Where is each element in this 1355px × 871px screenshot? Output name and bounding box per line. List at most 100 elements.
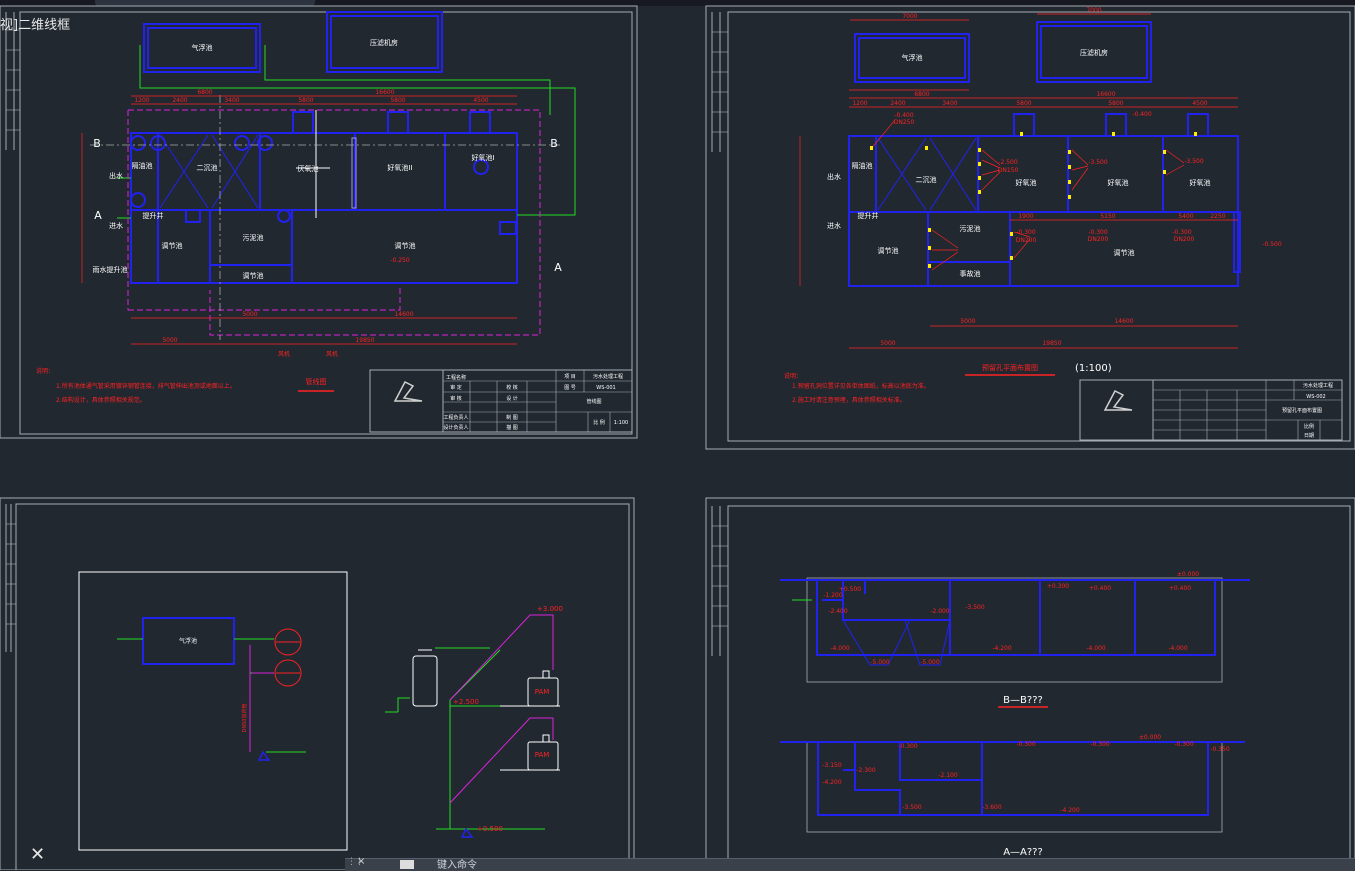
bl-elev-top: +3.000	[537, 605, 563, 613]
sheet-top-left: 1200 2400 3400 5800 5800 4500 6800 16600…	[0, 5, 638, 439]
aa-elev-1: ±0.000	[1139, 734, 1161, 741]
tr-tank-sed2: 二沉池	[916, 175, 937, 184]
bb-elev-3: -1.200	[823, 592, 843, 599]
bb-elev-1: ±0.000	[1177, 571, 1199, 578]
tr-tank-aerobic-a: 好氧池	[1016, 178, 1037, 187]
pipe-label-1: 风机	[278, 350, 290, 358]
tr-scale: (1:100)	[1075, 363, 1112, 374]
tb-project-name: 污水处理工程	[593, 373, 623, 380]
tank-label-regulate-left: 调节池	[162, 241, 183, 250]
tr-elev-2: -2.500	[998, 159, 1018, 166]
tr-dim-overall-2: 16600	[1096, 91, 1115, 98]
bl-elev-mid: +2.500	[453, 698, 479, 706]
ucs-icon: ✕	[30, 844, 46, 865]
tr-dim-air-2: 7000	[1086, 7, 1101, 14]
sheet-bottom-right: ±0.000 +0.500 -1.200 -2.400 -4.000 -5.00…	[705, 497, 1355, 870]
tr-pipe-3: DN200	[1088, 236, 1109, 243]
dim-bottom-1: 5000	[242, 311, 257, 318]
tr-notes-title: 说明：	[784, 372, 802, 380]
tr-note-2: 2.施工时请注意预埋，具体参照相关标准。	[792, 396, 906, 404]
tr-elev-5: -0.400	[1132, 111, 1152, 118]
aa-elev-8: -0.300	[1016, 741, 1036, 748]
grip-icon[interactable]: ⋮⋮	[347, 857, 364, 867]
tr-dim-top-2: 2400	[890, 100, 905, 107]
command-history-icon[interactable]	[400, 860, 414, 869]
section-mark-a-right: A	[554, 261, 562, 274]
dim-top-4: 5800	[298, 97, 313, 104]
tr-dim-bottom-2: 14600	[1114, 318, 1133, 325]
tr-tank-accident: 事故池	[960, 269, 981, 278]
tank-label-grease: 隔油池	[132, 161, 153, 170]
tr-tank-aerobic-b: 好氧池	[1108, 178, 1129, 187]
tb-check: 校 核	[506, 384, 518, 391]
aa-elev-7: -0.300	[898, 743, 918, 750]
tr-dim-air-1: 7000	[902, 13, 917, 20]
notes-title: 说明：	[36, 367, 54, 375]
bb-elev-13: +0.300	[1047, 583, 1069, 590]
tr-pipe-4: DN200	[1174, 236, 1195, 243]
bb-elev-6: -5.000	[870, 659, 890, 666]
tr-pipe-2: DN200	[1016, 237, 1037, 244]
command-line[interactable]: ⋮⋮ × 键入命令	[345, 856, 1355, 871]
drawing-title: 管线图	[306, 377, 327, 386]
tr-tank-regulate: 调节池	[878, 246, 899, 255]
viewport-label[interactable]: 视]二维线框	[0, 18, 71, 33]
document-tab[interactable]	[95, 0, 315, 6]
tr-pipe-1: DN250	[894, 119, 915, 126]
aa-elev-2: -0.350	[1210, 746, 1230, 753]
tb-scale: 1:100	[614, 420, 628, 426]
tr-elev-8: -0.300	[1172, 229, 1192, 236]
bb-elev-9: -3.500	[965, 604, 985, 611]
bl-air-tank: 气浮池	[179, 637, 197, 645]
tb-approve: 审 定	[450, 384, 462, 391]
tr-dim-mid-4: 2250	[1210, 213, 1225, 220]
tr-tank-air: 气浮池	[902, 53, 923, 62]
tr-elev-3: -3.500	[1088, 159, 1108, 166]
note-1: 1.所有池体通气管采用镀锌钢管连接，排气管伸出池顶或地面以上。	[56, 382, 236, 390]
title-block-tr: 污水处理工程 WS-002 预留孔平面布置图 比例 日期	[1079, 379, 1343, 441]
tr-tb-name: 预留孔平面布置图	[1282, 407, 1322, 414]
bb-elev-5: -4.000	[830, 645, 850, 652]
tr-tank-regulate2: 调节池	[1114, 248, 1135, 257]
tr-tank-grease: 隔油池	[852, 161, 873, 170]
tb-no: WS-001	[596, 385, 615, 391]
dim-top-5: 5800	[390, 97, 405, 104]
dim-overall-1: 6800	[197, 89, 212, 96]
bl-elev-low: +0.500	[477, 825, 503, 833]
bl-pam-1: PAM	[535, 688, 550, 696]
tr-tank-press: 压滤机房	[1080, 48, 1108, 57]
tank-label-air: 气浮池	[192, 43, 213, 52]
tank-label-regulate-small: 调节池	[243, 271, 264, 280]
label-inlet: 进水	[109, 221, 123, 230]
tr-tank-lift: 提升井	[858, 211, 879, 220]
tank-label-press: 压滤机房	[370, 38, 398, 47]
bb-elev-8: -2.000	[930, 608, 950, 615]
tank-label-sed2: 二沉池	[197, 163, 218, 172]
tr-dim-mid-1: 1900	[1018, 213, 1033, 220]
tr-tb-project: 污水处理工程	[1303, 382, 1333, 389]
dim-top-3: 3400	[224, 97, 239, 104]
dim-overall-2: 16600	[375, 89, 394, 96]
title-bar	[0, 0, 1355, 6]
tr-dim-bottom-4: 19850	[1042, 340, 1061, 347]
section-mark-b-right: B	[550, 137, 558, 150]
tr-elev-1: -0.400	[894, 112, 914, 119]
aa-elev-6: -4.200	[1060, 807, 1080, 814]
dim-top-6: 4500	[473, 97, 488, 104]
close-icon[interactable]: ×	[357, 856, 366, 867]
section-title-aa: A—A???	[1003, 847, 1043, 858]
tb-design: 设 计	[506, 395, 518, 402]
dim-top-1: 1200	[134, 97, 149, 104]
bb-elev-2: +0.500	[839, 586, 861, 593]
aa-elev-11: -3.500	[902, 804, 922, 811]
tr-note-1: 1.预留孔洞位置详见各单体图纸，标高以池底为准。	[792, 382, 930, 390]
section-mark-a-left: A	[94, 209, 102, 222]
tr-elev-4: -3.500	[1184, 158, 1204, 165]
bb-elev-10: -4.200	[992, 645, 1012, 652]
command-input[interactable]: 键入命令	[437, 860, 477, 871]
bl-pipe-vertical: DN50加药管	[241, 704, 248, 733]
tb-proj-lead: 工程负责人	[443, 414, 468, 421]
tr-dim-mid-3: 5400	[1178, 213, 1193, 220]
tr-tb-number: WS-002	[1306, 394, 1325, 400]
